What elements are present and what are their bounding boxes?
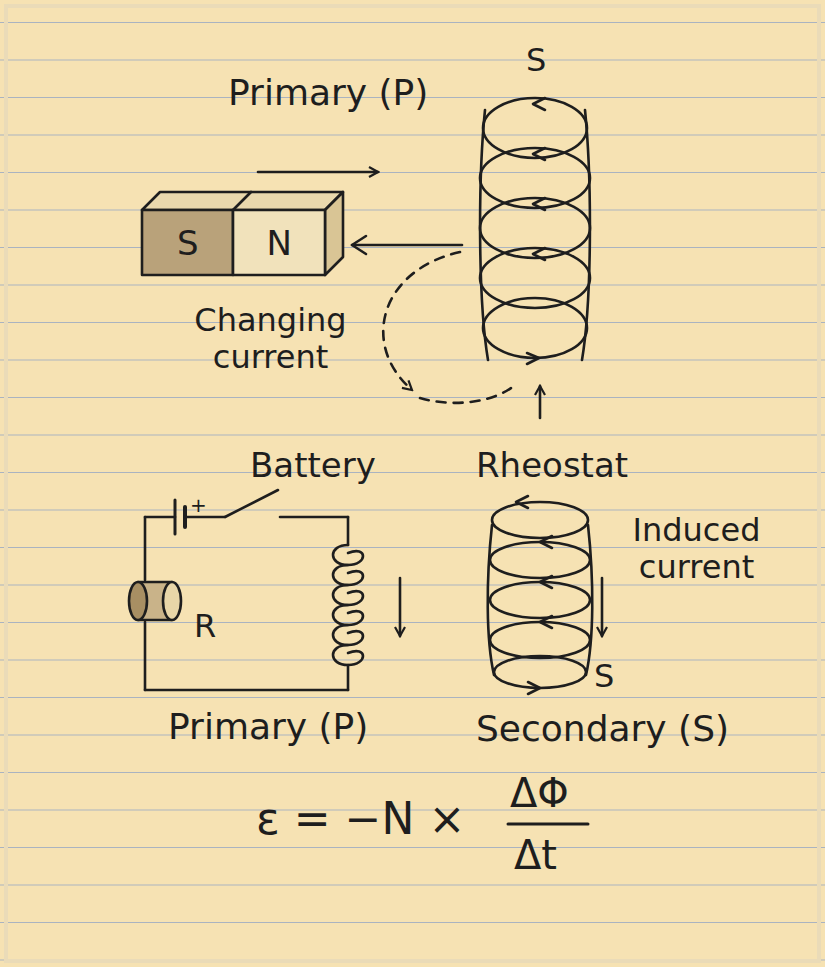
polarity-sign: + [190,494,207,517]
secondary-coil [488,496,593,694]
pole-label: S [594,658,614,695]
primary-coil [333,545,363,665]
note: Changing current [178,302,363,376]
note: Induced current [614,512,779,586]
component-label: Rheostat [476,446,628,485]
formula-denominator: Δt [514,832,557,878]
magnet-n-face [233,210,325,275]
top-coil [480,98,590,364]
field-arrow [352,244,462,247]
magnet-divide [233,192,251,210]
coil-label: Secondary (S) [476,708,729,749]
coil-label: Primary (P) [168,706,368,747]
pole-label: N [234,210,326,275]
pole-label: S [142,210,234,275]
magnet-top [142,192,343,210]
induced-arrow [601,578,604,636]
resistor-symbol [129,582,181,620]
formula-numerator: ΔΦ [510,770,569,816]
page-edge [6,6,819,961]
magnet-s-face [142,210,233,275]
field-arrow-head [352,236,366,254]
motion-arrow [258,171,378,174]
primary-circuit [145,490,348,690]
magnet-side [325,192,343,275]
component-label: R [194,608,216,645]
pole-label: S [526,42,546,79]
dashed-path [420,385,515,403]
dashed-path [383,252,460,390]
fraction-bar [508,823,588,826]
magnet-node: SN [142,210,325,275]
component-label: Battery [250,446,376,485]
coil-label: Primary (P) [228,72,428,113]
current-arrow [399,578,402,636]
formula: ε = −N × [256,794,465,845]
up-arrow [539,386,542,418]
